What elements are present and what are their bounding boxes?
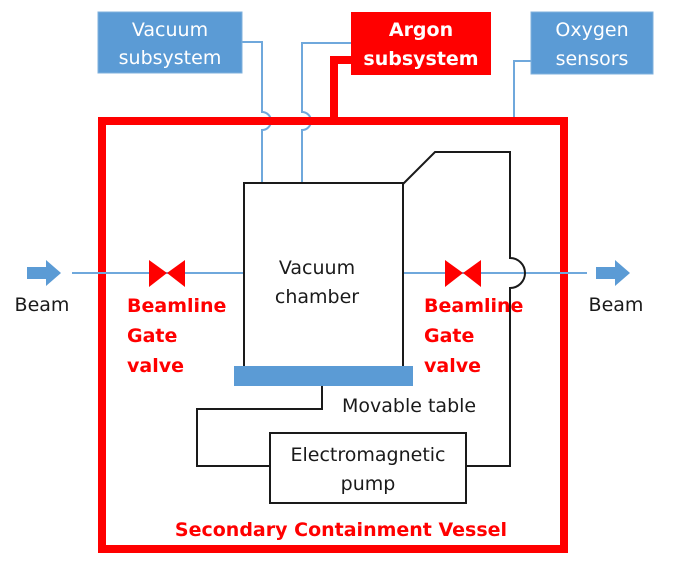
right-gate-valve-icon xyxy=(445,260,481,287)
beam-out-label: Beam xyxy=(589,294,644,316)
left-valve-line1: Beamline xyxy=(127,295,226,317)
vacuum-pipe-1 xyxy=(242,41,272,183)
vacuum-subsystem-line1: Vacuum xyxy=(132,19,208,41)
vacuum-subsystem-box xyxy=(97,11,243,74)
pump-line2: pump xyxy=(341,473,396,495)
left-valve-line3: valve xyxy=(127,355,184,377)
pump-line1: Electromagnetic xyxy=(290,444,445,466)
vacuum-subsystem-line2: subsystem xyxy=(119,47,222,69)
right-valve-line3: valve xyxy=(424,355,481,377)
oxygen-sensors-line1: Oxygen xyxy=(555,19,628,41)
vacuum-chamber-line2: chamber xyxy=(275,286,359,308)
oxygen-sensor-line xyxy=(513,60,531,121)
left-valve-line2: Gate xyxy=(127,325,177,347)
right-valve-line2: Gate xyxy=(424,325,474,347)
oxygen-sensors-box xyxy=(530,11,654,75)
argon-connection xyxy=(330,56,351,121)
secondary-containment-vessel xyxy=(98,117,568,553)
beam-in-label: Beam xyxy=(15,294,70,316)
argon-subsystem-line1: Argon xyxy=(389,19,453,41)
electromagnetic-pump xyxy=(269,432,467,504)
argon-subsystem-line2: subsystem xyxy=(363,48,478,70)
beam-out-arrow-icon xyxy=(596,260,630,286)
right-valve-line1: Beamline xyxy=(424,295,523,317)
oxygen-sensors-line2: sensors xyxy=(556,48,629,70)
vessel-label: Secondary Containment Vessel xyxy=(175,519,507,541)
movable-table-label: Movable table xyxy=(342,395,476,417)
movable-table xyxy=(234,366,413,386)
left-gate-valve-icon xyxy=(149,260,185,287)
beam-in-arrow-icon xyxy=(27,260,61,286)
coolant-loop xyxy=(402,151,526,467)
vacuum-chamber-line1: Vacuum xyxy=(279,257,355,279)
argon-subsystem-box xyxy=(351,12,491,75)
table-pump-line xyxy=(196,386,323,467)
